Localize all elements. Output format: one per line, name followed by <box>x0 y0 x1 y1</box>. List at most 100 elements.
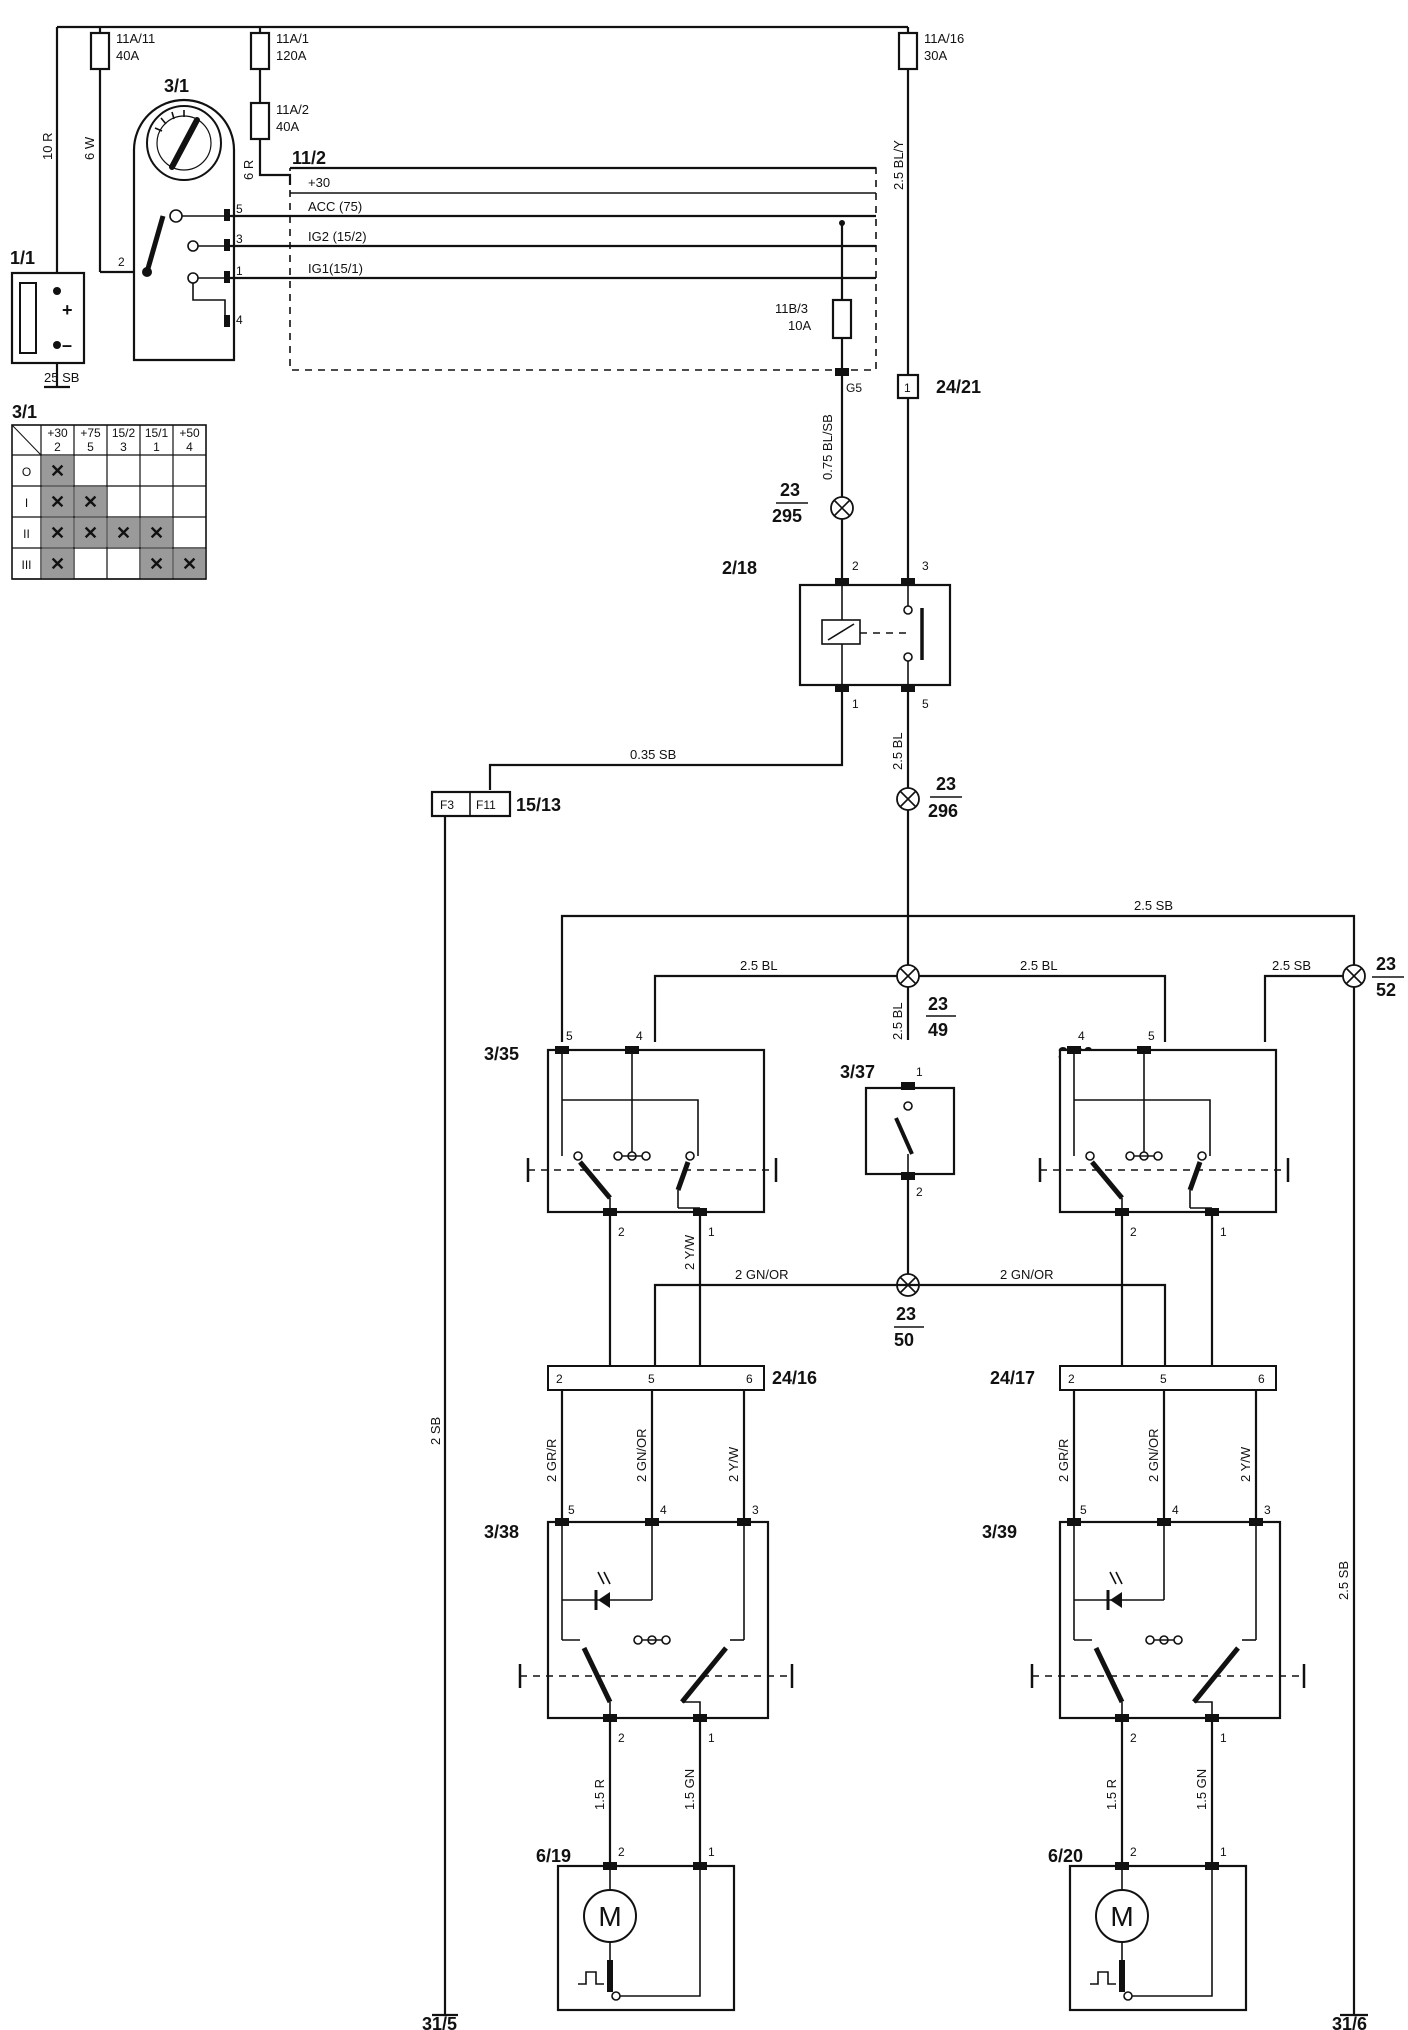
svg-text:3: 3 <box>236 232 243 246</box>
svg-text:2 GN/OR: 2 GN/OR <box>735 1267 788 1282</box>
pin-label: 6 <box>746 1372 753 1386</box>
pin-terminal <box>1067 1518 1081 1526</box>
led-ray <box>1109 1571 1117 1585</box>
svg-text:3/1: 3/1 <box>12 402 37 422</box>
svg-text:2: 2 <box>916 1185 923 1199</box>
table-mark-fill <box>75 518 106 547</box>
pin-terminal <box>1249 1518 1263 1526</box>
table-mark: ✕ <box>116 523 131 543</box>
pulse-icon <box>578 1971 604 1985</box>
relay: 0.75 BL/SB 23 295 2/18 2 3 1 5 <box>722 376 952 711</box>
table-subheader: 3 <box>120 440 127 454</box>
table-mark: ✕ <box>50 492 65 512</box>
switch-blade <box>1187 1161 1203 1191</box>
pin-terminal <box>1205 1714 1219 1722</box>
connector-ref: 24/17 <box>990 1368 1035 1388</box>
battery-minus-icon: – <box>62 335 72 355</box>
pin-label: 2 <box>1130 1225 1137 1239</box>
svg-text:24/21: 24/21 <box>936 377 981 397</box>
pin-label: 5 <box>568 1503 575 1517</box>
label-yw: 2 Y/W <box>726 1446 741 1482</box>
pin-label: 1 <box>1220 1731 1227 1745</box>
switch-ref: 3/35 <box>484 1044 519 1064</box>
contact-icon <box>1173 1635 1183 1645</box>
led-icon <box>1110 1592 1122 1608</box>
pin-terminal <box>1115 1862 1129 1870</box>
table-mark-fill <box>141 518 172 547</box>
svg-text:11B/3: 11B/3 <box>775 301 808 316</box>
table-header: +30 <box>47 426 68 440</box>
table-mark: ✕ <box>83 523 98 543</box>
pin-label: 5 <box>1080 1503 1087 1517</box>
contact-icon <box>1153 1151 1163 1161</box>
pin-label: 5 <box>566 1029 573 1043</box>
table-header: +75 <box>80 426 101 440</box>
svg-text:1/1: 1/1 <box>10 248 35 268</box>
svg-text:1: 1 <box>916 1065 923 1079</box>
pin-label: 4 <box>1172 1503 1179 1517</box>
svg-text:F3: F3 <box>440 798 454 812</box>
pin-terminal <box>1067 1046 1081 1054</box>
pin-terminal <box>1205 1862 1219 1870</box>
switch-blade <box>578 1160 612 1200</box>
table-row-label: I <box>25 496 28 510</box>
battery-plus-icon: + <box>62 300 73 320</box>
connector-body <box>1059 1365 1277 1391</box>
table-mark-fill <box>42 456 73 485</box>
table-mark: ✕ <box>50 461 65 481</box>
led-ray <box>603 1571 611 1585</box>
svg-text:15/13: 15/13 <box>516 795 561 815</box>
pin-label: 2 <box>618 1845 625 1859</box>
label-6w: 6 W <box>82 136 97 160</box>
switch-box <box>546 1048 766 1214</box>
motor-wire <box>1132 1870 1213 1997</box>
switch-blade <box>1090 1160 1124 1200</box>
pin-label: 5 <box>1160 1372 1167 1386</box>
pin-terminal <box>555 1046 569 1054</box>
table-header: 15/1 <box>145 426 169 440</box>
pin-label: 3 <box>752 1503 759 1517</box>
pin-label: 2 <box>1068 1372 1075 1386</box>
contact-icon <box>611 1991 621 2001</box>
pin-label: 1 <box>1220 1225 1227 1239</box>
table-mark-fill <box>75 487 106 516</box>
fuse-11a-1: 11A/1 120A <box>249 31 309 71</box>
motor-ref: 6/20 <box>1048 1846 1083 1866</box>
pin-label: 5 <box>1148 1029 1155 1043</box>
switch-blade <box>1093 1646 1125 1704</box>
label-15r: 1.5 R <box>592 1779 607 1810</box>
svg-text:23: 23 <box>936 774 956 794</box>
svg-text:2: 2 <box>852 559 859 573</box>
svg-text:23: 23 <box>1376 954 1396 974</box>
switch-ref: 3/39 <box>982 1522 1017 1542</box>
pin-terminal <box>1157 1518 1171 1526</box>
label-grr: 2 GR/R <box>544 1439 559 1482</box>
connector-24-21: 1 24/21 <box>896 373 981 400</box>
label-gnor: 2 GN/OR <box>1146 1429 1161 1482</box>
connector-ref: 24/16 <box>772 1368 817 1388</box>
svg-text:2 GN/OR: 2 GN/OR <box>1000 1267 1053 1282</box>
pin-terminal <box>625 1046 639 1054</box>
pin-label: 2 <box>1130 1845 1137 1859</box>
table-diagonal <box>11 424 42 456</box>
table-mark: ✕ <box>83 492 98 512</box>
contact-icon <box>1123 1991 1133 2001</box>
power-section: 11A/11 40A 11A/1 120A 11A/2 40A 11A/16 3… <box>40 25 964 578</box>
table-subheader: 4 <box>186 440 193 454</box>
contact-icon <box>573 1151 583 1161</box>
pin-terminal <box>693 1862 707 1870</box>
svg-text:G5: G5 <box>846 381 862 395</box>
svg-text:5: 5 <box>922 697 929 711</box>
svg-text:11/2: 11/2 <box>292 148 326 168</box>
switch-blade <box>1192 1646 1240 1704</box>
label-grr: 2 GR/R <box>1056 1439 1071 1482</box>
switch-box <box>1058 1520 1282 1720</box>
led-ray <box>1115 1571 1123 1585</box>
svg-text:0.35 SB: 0.35 SB <box>630 747 676 762</box>
svg-text:2: 2 <box>118 255 125 269</box>
svg-text:2.5 BL: 2.5 BL <box>1020 958 1058 973</box>
svg-text:5: 5 <box>236 202 243 216</box>
battery: 1/1 + – 25 SB <box>10 248 86 389</box>
